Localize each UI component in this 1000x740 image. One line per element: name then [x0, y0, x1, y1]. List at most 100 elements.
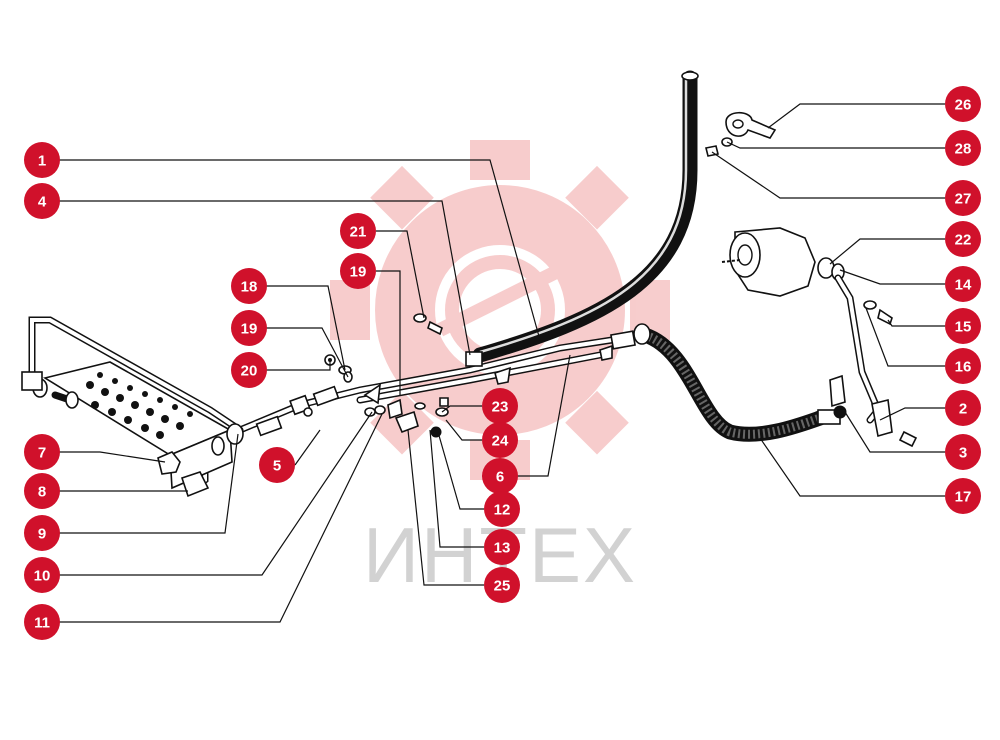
callout-circle — [340, 253, 376, 289]
callout-19: 19 — [340, 253, 376, 289]
callout-label: 8 — [38, 484, 46, 501]
callout-label: 19 — [241, 321, 258, 338]
callout-circle — [945, 390, 981, 426]
callout-label: 18 — [241, 279, 258, 296]
callout-15: 15 — [945, 308, 981, 344]
elbow-fittings — [157, 423, 244, 498]
callout-23: 23 — [482, 388, 518, 424]
callout-label: 23 — [492, 399, 509, 416]
callout-label: 14 — [955, 277, 972, 294]
callout-label: 16 — [955, 359, 972, 376]
leader-lines — [59, 103, 945, 623]
callout-circle — [484, 491, 520, 527]
main-pipe — [236, 334, 629, 434]
callout-circle — [24, 183, 60, 219]
callout-circle — [484, 567, 520, 603]
callout-13: 13 — [484, 529, 520, 565]
callout-label: 25 — [494, 578, 511, 595]
callout-circle — [24, 434, 60, 470]
callout-label: 1 — [38, 153, 46, 170]
callout-10: 10 — [24, 557, 60, 593]
callout-26: 26 — [945, 86, 981, 122]
flexible-hose — [633, 323, 847, 442]
callout-25: 25 — [484, 567, 520, 603]
callout-19: 19 — [231, 310, 267, 346]
callout-9: 9 — [24, 515, 60, 551]
callout-label: 24 — [492, 433, 509, 450]
callout-circle — [945, 308, 981, 344]
callout-3: 3 — [945, 434, 981, 470]
callout-circle — [482, 422, 518, 458]
callout-circle — [24, 142, 60, 178]
callout-label: 21 — [350, 224, 367, 241]
callout-circle — [231, 352, 267, 388]
callout-label: 19 — [350, 264, 367, 281]
callout-circle — [231, 268, 267, 304]
callout-2: 2 — [945, 390, 981, 426]
callout-1: 1 — [24, 142, 60, 178]
callout-12: 12 — [484, 491, 520, 527]
callout-circle — [945, 86, 981, 122]
callout-circle — [945, 478, 981, 514]
callout-label: 26 — [955, 97, 972, 114]
callout-28: 28 — [945, 130, 981, 166]
pump-return-pipe — [829, 274, 918, 448]
callout-circle — [945, 180, 981, 216]
callout-20: 20 — [231, 352, 267, 388]
callout-label: 17 — [955, 489, 972, 506]
callout-label: 12 — [494, 502, 511, 519]
callout-label: 13 — [494, 540, 511, 557]
callout-label: 7 — [38, 445, 46, 462]
callout-11: 11 — [24, 604, 60, 640]
callout-circle — [24, 604, 60, 640]
callout-label: 10 — [34, 568, 51, 585]
callout-label: 3 — [959, 445, 967, 462]
callout-7: 7 — [24, 434, 60, 470]
callout-circle — [340, 213, 376, 249]
callout-24: 24 — [482, 422, 518, 458]
callout-17: 17 — [945, 478, 981, 514]
callout-label: 20 — [241, 363, 258, 380]
callout-8: 8 — [24, 473, 60, 509]
callout-circle — [482, 388, 518, 424]
callout-circle — [24, 515, 60, 551]
hydraulic-pump — [721, 227, 845, 297]
callout-circle — [24, 473, 60, 509]
pipe-couplings — [255, 330, 636, 437]
callout-markers: 1421191819202324612132557891011262827221… — [24, 86, 981, 640]
pipe-brackets — [363, 344, 613, 420]
callout-label: 4 — [38, 194, 47, 211]
valve-block — [21, 361, 233, 490]
callout-circle — [482, 458, 518, 494]
pipe-clamp — [705, 111, 777, 157]
callout-4: 4 — [24, 183, 60, 219]
callout-circle — [24, 557, 60, 593]
callout-label: 27 — [955, 191, 972, 208]
callout-22: 22 — [945, 221, 981, 257]
callout-circle — [945, 221, 981, 257]
callout-label: 22 — [955, 232, 972, 249]
vertical-hose — [472, 70, 699, 363]
callout-circle — [945, 434, 981, 470]
callout-label: 15 — [955, 319, 972, 336]
callout-21: 21 — [340, 213, 376, 249]
callout-label: 28 — [955, 141, 972, 158]
callout-label: 2 — [959, 401, 967, 418]
callout-label: 9 — [38, 526, 46, 543]
callout-label: 6 — [496, 469, 504, 486]
callout-circle — [945, 266, 981, 302]
callout-circle — [945, 130, 981, 166]
callout-circle — [484, 529, 520, 565]
callout-16: 16 — [945, 348, 981, 384]
callout-6: 6 — [482, 458, 518, 494]
callout-circle — [231, 310, 267, 346]
callout-5: 5 — [259, 447, 295, 483]
callout-18: 18 — [231, 268, 267, 304]
callout-label: 11 — [34, 615, 50, 632]
callout-circle — [259, 447, 295, 483]
callout-27: 27 — [945, 180, 981, 216]
callout-label: 5 — [273, 458, 281, 475]
callout-circle — [945, 348, 981, 384]
